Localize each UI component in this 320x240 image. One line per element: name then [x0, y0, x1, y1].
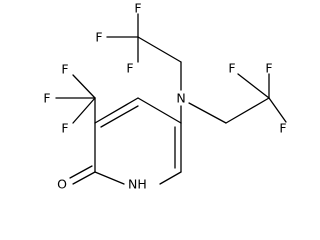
atom-label-n: N: [176, 91, 185, 106]
bond-ch2-cf3-right: [225, 97, 270, 124]
bond-c6-n1: [159, 171, 182, 185]
bond-n1-c2: [94, 171, 125, 185]
atom-label-f-cf3-bottom: F: [61, 121, 68, 136]
bond-c2-o: [72, 171, 96, 185]
atom-label-f-upper-bottom: F: [126, 61, 133, 76]
atom-label-f-right-right: F: [279, 121, 286, 136]
bond-right-cf3-f-right: [268, 97, 287, 123]
carbonyl-bonds: [69, 165, 96, 185]
atom-label-f-upper-left: F: [95, 30, 102, 45]
upper-trifluoroethyl-bonds: [106, 13, 182, 63]
atom-label-f-cf3-left: F: [43, 91, 50, 106]
structure-canvas: F F F F F F F F F N O NH: [43, 0, 287, 192]
bond-c3-c4-inner: [100, 105, 139, 128]
bond-c2-o-inner: [69, 165, 93, 179]
atom-label-f-right-left: F: [228, 61, 235, 76]
bond-c4-c5: [137, 97, 182, 124]
chemical-structure: F F F F F F F F F N O NH: [43, 1, 287, 192]
bond-right-cf3-f-left: [237, 73, 270, 99]
bond-cf3-f-bottom: [72, 97, 96, 124]
bond-c3-c4: [94, 97, 139, 124]
atom-label-o: O: [57, 177, 67, 192]
cf3-group-bonds: [55, 74, 96, 124]
bond-ch2-cf3-upper: [137, 36, 182, 63]
atom-label-f-upper-top: F: [134, 1, 141, 16]
atom-label-f-right-top: F: [265, 61, 272, 76]
atom-label-nh: NH: [128, 177, 147, 192]
bond-cf3-f-top: [72, 74, 96, 99]
amine-bonds: [180, 61, 227, 124]
atom-labels: F F F F F F F F F N O NH: [43, 1, 286, 192]
right-trifluoroethyl-bonds: [225, 73, 287, 124]
bond-n-ch2-right: [188, 102, 227, 124]
ring-bonds: [94, 97, 182, 185]
atom-label-f-cf3-top: F: [61, 62, 68, 77]
